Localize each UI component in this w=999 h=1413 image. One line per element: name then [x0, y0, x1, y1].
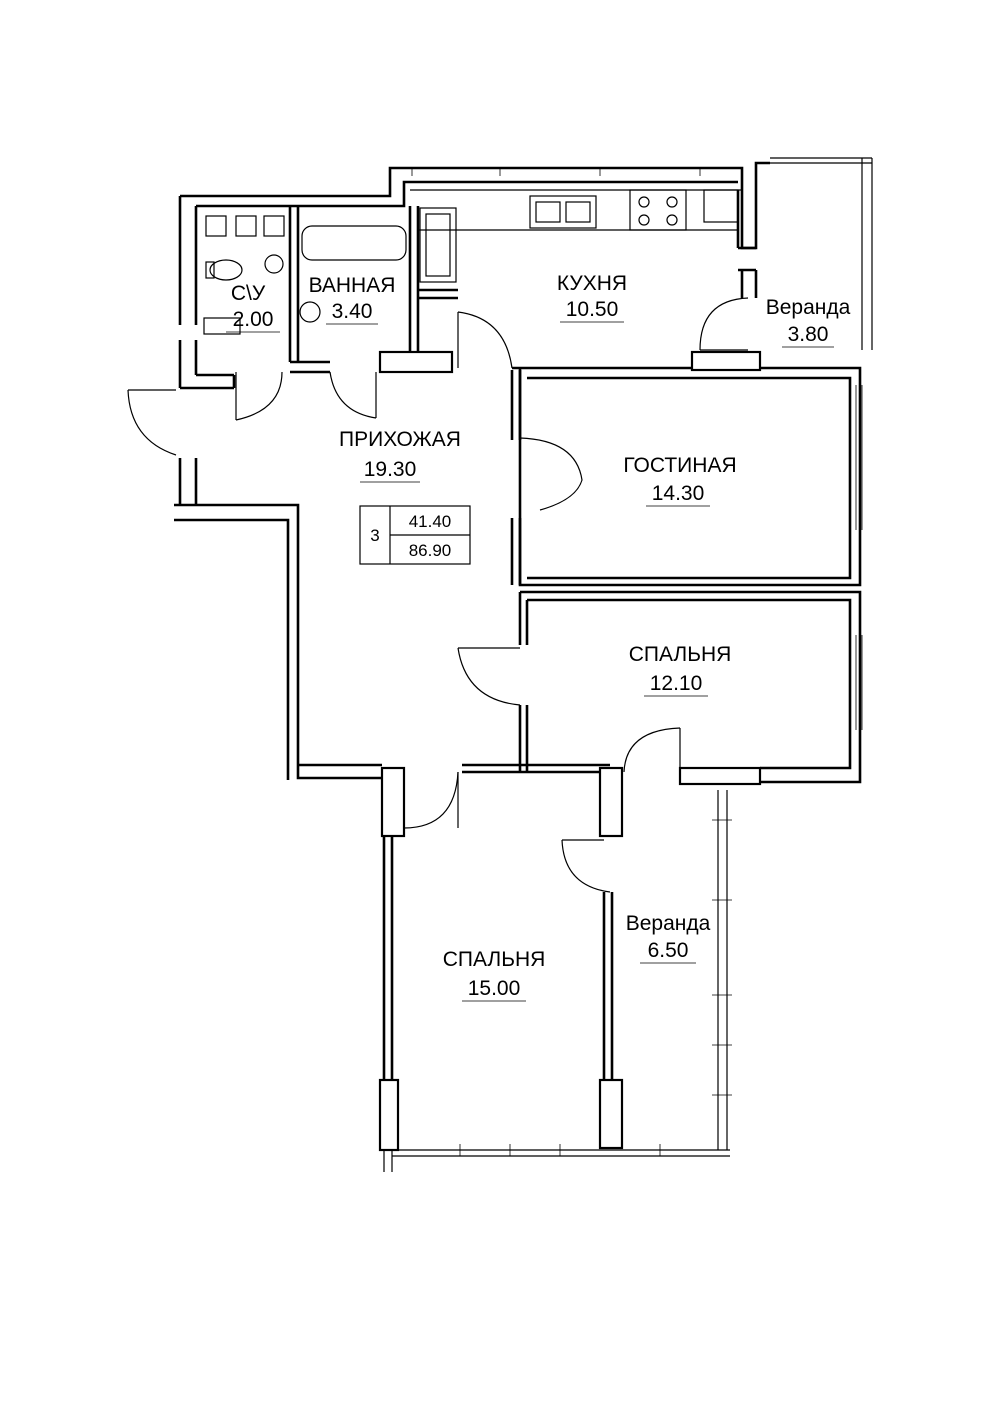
cabinet-icon	[703, 189, 739, 223]
room-labels: С\У 2.00 ВАННАЯ 3.40 КУХНЯ 10.50 Веранда…	[226, 272, 851, 1002]
bath-area: 3.40	[332, 300, 373, 323]
veranda2-area: 6.50	[648, 939, 689, 962]
veranda2-name: Веранда	[626, 912, 711, 935]
wc-name: С\У	[231, 282, 266, 305]
veranda1-area: 3.80	[788, 323, 829, 346]
wc-area: 2.00	[233, 308, 274, 331]
washbasin-icon	[299, 301, 321, 323]
living-area-label: 14.30	[652, 482, 705, 505]
toilet-icon	[209, 259, 243, 281]
kitchen-name: КУХНЯ	[557, 272, 627, 295]
living-name: ГОСТИНАЯ	[623, 454, 736, 477]
windows	[411, 168, 863, 1156]
rooms-count: 3	[370, 526, 379, 545]
bedroom2-area: 15.00	[468, 977, 521, 1000]
total-area: 86.90	[409, 541, 452, 560]
kitchen-area: 10.50	[566, 298, 619, 321]
bedroom1-name: СПАЛЬНЯ	[629, 643, 732, 666]
hall-area: 19.30	[364, 458, 417, 481]
bedroom1-area: 12.10	[650, 672, 703, 695]
bedroom2-name: СПАЛЬНЯ	[443, 948, 546, 971]
doors	[127, 297, 749, 893]
kitchen-sink-icon	[529, 195, 597, 229]
stove-icon	[629, 189, 687, 231]
walls	[174, 157, 873, 1172]
bath-name: ВАННАЯ	[309, 274, 396, 297]
shelf-icon	[205, 215, 227, 237]
veranda1-name: Веранда	[766, 296, 851, 319]
fixtures	[203, 189, 739, 335]
summary-box: 3 41.40 86.90	[359, 505, 471, 565]
sink-icon	[264, 254, 284, 274]
hall-name: ПРИХОЖАЯ	[339, 428, 461, 451]
bathtub-icon	[301, 225, 407, 261]
living-area: 41.40	[409, 512, 452, 531]
